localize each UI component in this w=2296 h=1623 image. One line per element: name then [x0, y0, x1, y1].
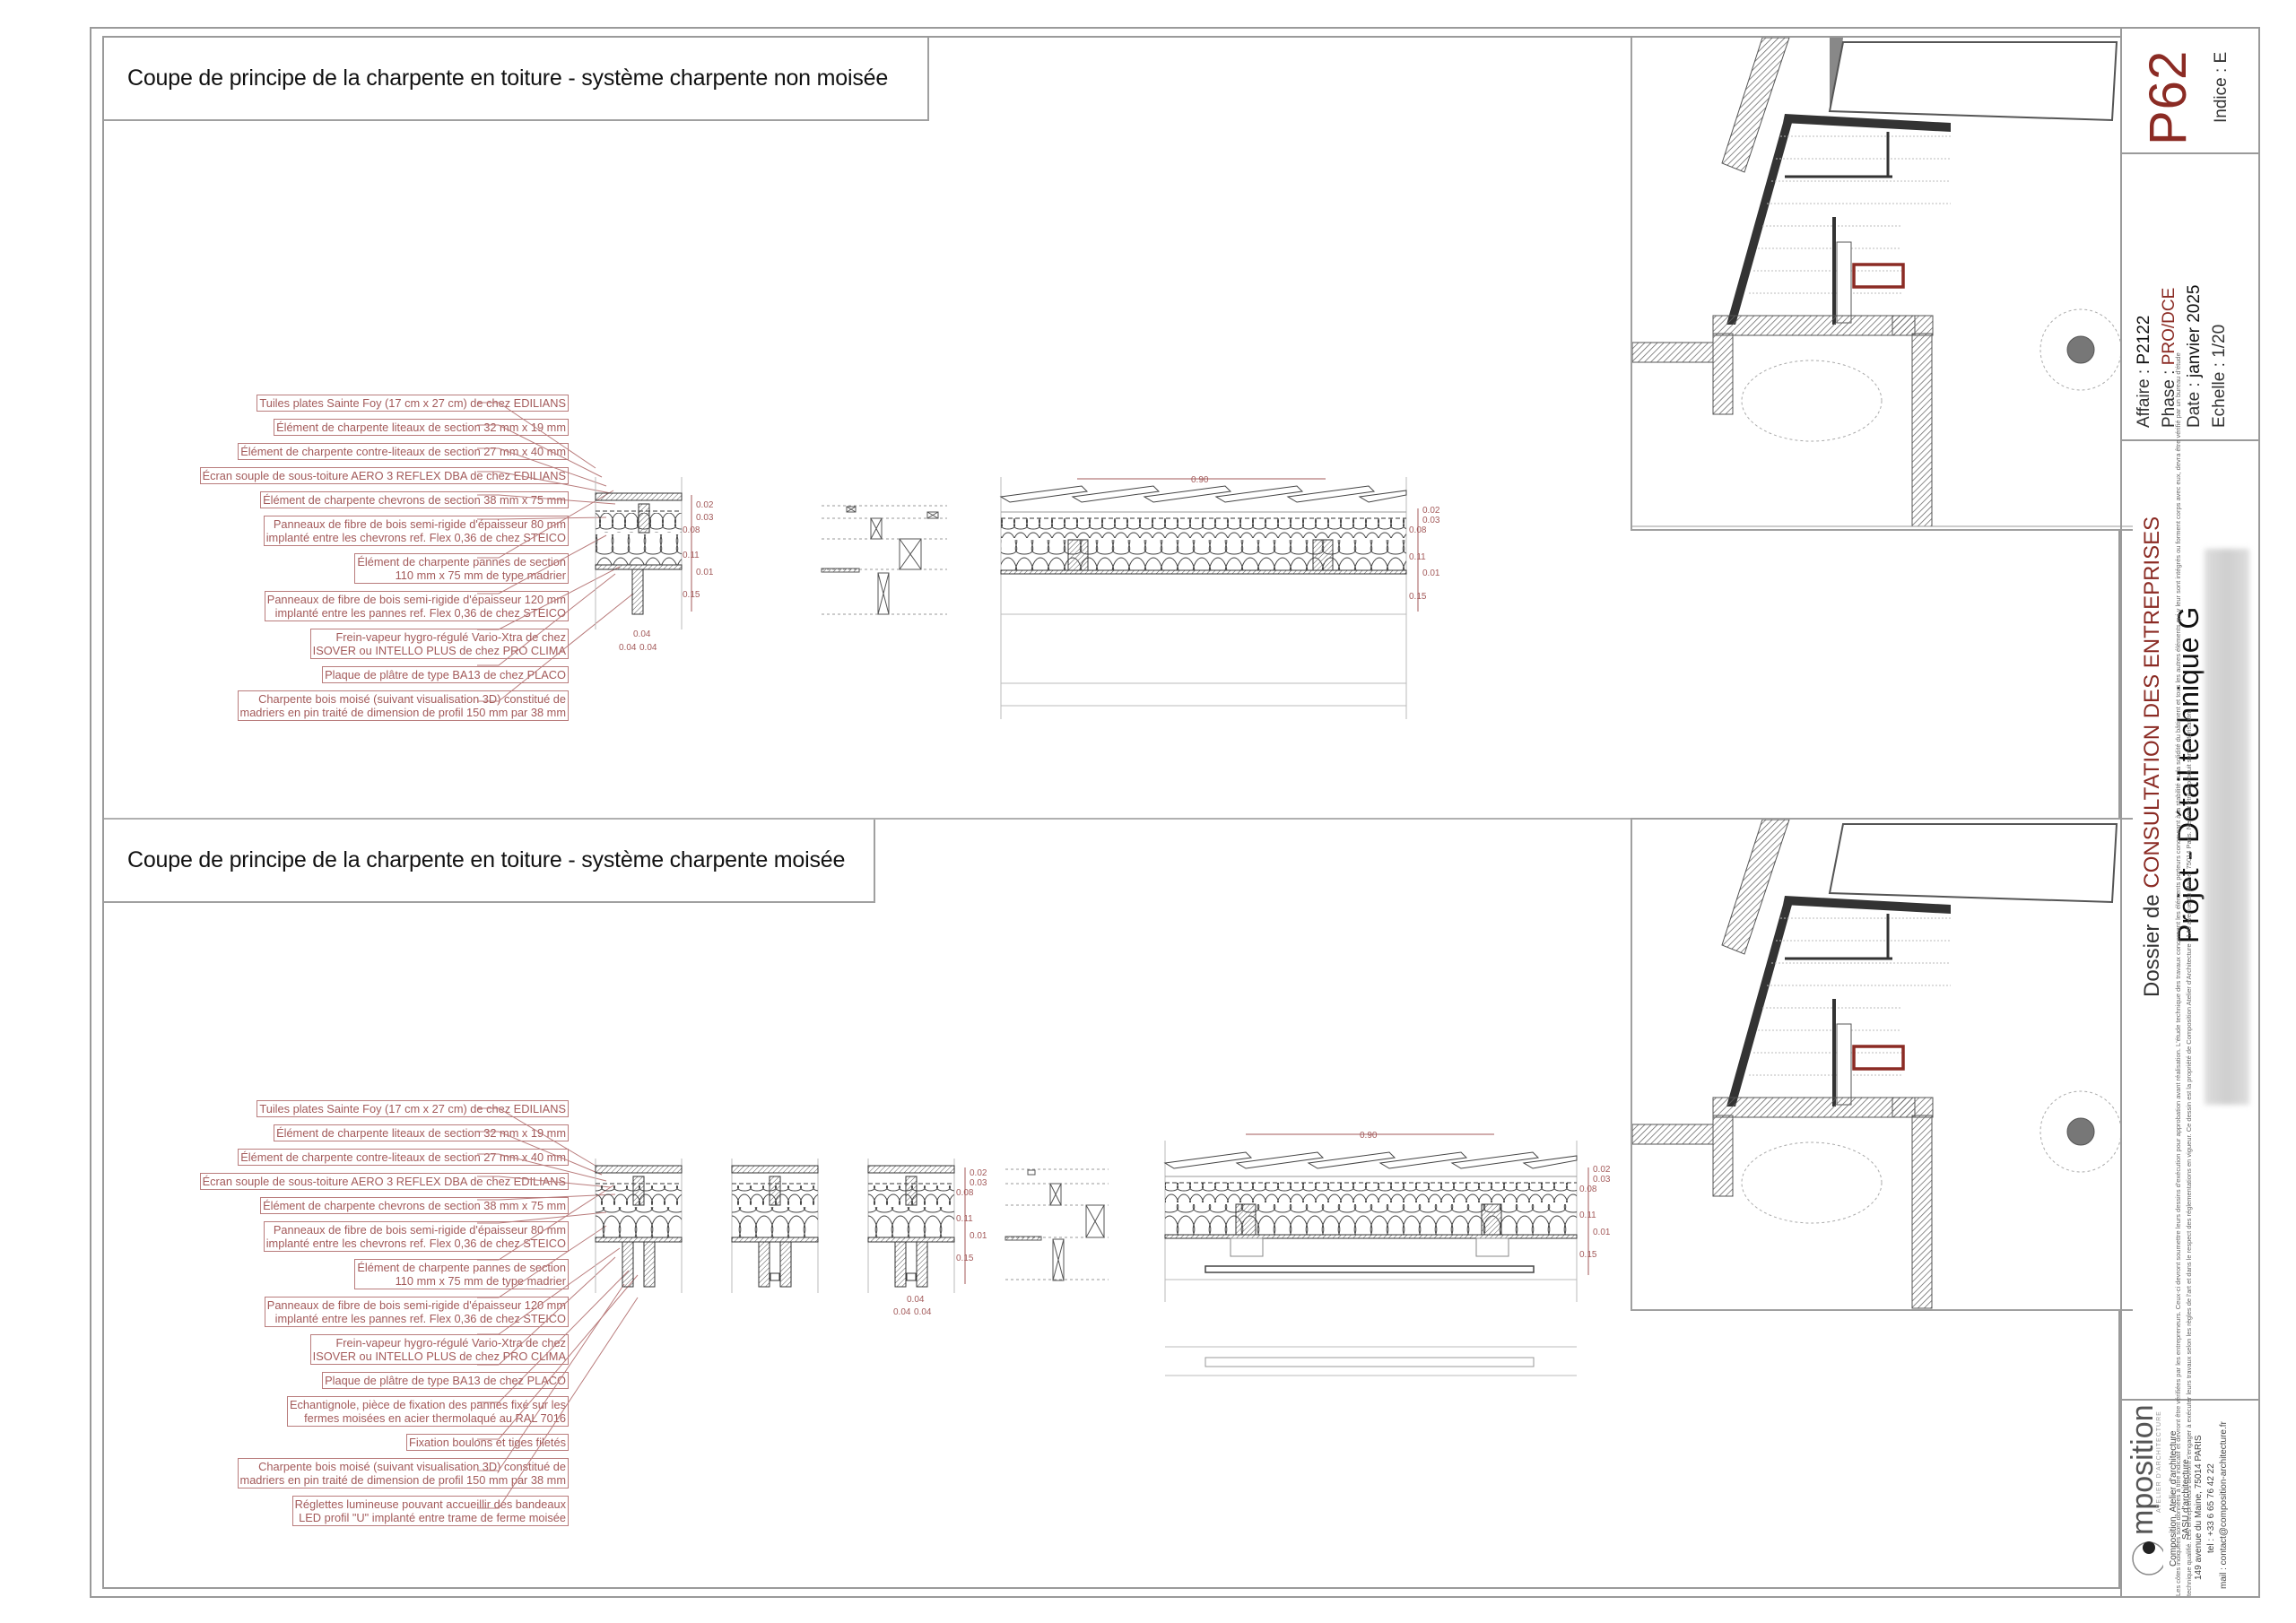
svg-text:0.02: 0.02: [1422, 506, 1440, 516]
svg-text:0.04: 0.04: [893, 1307, 911, 1317]
detail-long-section-1: 0.90 0.02 0.03 0.08 0.11 0.01 0.15: [999, 475, 1440, 719]
legend-item: Panneaux de fibre de bois semi-rigide d'…: [264, 591, 569, 621]
project-info-cell: Affaire : P2122 Phase : PRO/DCE Date : j…: [2122, 154, 2260, 441]
legend-item: Élément de charpente liteaux de section …: [274, 419, 569, 436]
detail-cross-sections-moisee: [595, 1159, 955, 1293]
sheet-number-cell: P62 Indice : E: [2122, 29, 2260, 154]
svg-text:0.04: 0.04: [633, 629, 651, 639]
legend-item: Élément de charpente pannes de section 1…: [354, 1259, 569, 1289]
legend-item: Élément de charpente chevrons de section…: [260, 491, 569, 508]
legend-non-moisee: Tuiles plates Sainte Foy (17 cm x 27 cm)…: [199, 395, 569, 721]
legend-item: Charpente bois moisé (suivant visualisat…: [237, 690, 569, 721]
dossier-cell: Dossier de CONSULTATION DES ENTREPRISES …: [2122, 441, 2260, 1401]
svg-text:0.03: 0.03: [696, 513, 714, 523]
svg-text:0.11: 0.11: [683, 551, 700, 560]
svg-text:0.08: 0.08: [1579, 1185, 1597, 1194]
legend-moisee: Tuiles plates Sainte Foy (17 cm x 27 cm)…: [199, 1100, 569, 1526]
legend-item: Élément de charpente liteaux de section …: [274, 1124, 569, 1141]
svg-text:0.01: 0.01: [696, 568, 714, 577]
detail-location-marker: [1852, 1045, 1905, 1071]
detail-exploded-elements-2: [1004, 1168, 1109, 1281]
legend-item: Echantignole, pièce de fixation des pann…: [286, 1396, 569, 1427]
svg-text:0.03: 0.03: [970, 1178, 987, 1188]
drawing-sheet: Coupe de principe de la charpente en toi…: [90, 27, 2260, 1598]
firm-cell: mposition ATELIER D'ARCHITECTURE Composi…: [2122, 1401, 2260, 1596]
detail-location-marker: [1852, 263, 1905, 289]
indice-label: Indice : E: [2212, 51, 2231, 123]
firm-contact-link[interactable]: mail : contact@composition-architecture.…: [2219, 1421, 2229, 1589]
title-block: P62 Indice : E Affaire : P2122 Phase : P…: [2120, 29, 2260, 1596]
legend-item: Panneaux de fibre de bois semi-rigide d'…: [263, 1221, 569, 1252]
dossier-title: Dossier de CONSULTATION DES ENTREPRISES: [2140, 516, 2164, 997]
legend-item: Frein-vapeur hygro-régulé Vario-Xtra de …: [309, 1334, 569, 1365]
section-divider: [104, 818, 1631, 820]
section-detail-drawing-moisee: 0.02 0.03 0.08 0.11 0.01 0.15 0.04 0.04 …: [477, 1107, 1611, 1509]
svg-text:0.04: 0.04: [639, 643, 657, 653]
fine-print-line: Les côtes indiquées sont données à titre…: [2174, 352, 2182, 1596]
svg-text:0.02: 0.02: [696, 500, 714, 510]
legend-item: Écran souple de sous-toiture AERO 3 REFL…: [199, 1173, 569, 1190]
detail-exploded-elements-1: [821, 505, 947, 615]
location-plan-2: [1631, 818, 2133, 1311]
svg-text:0.04: 0.04: [907, 1295, 925, 1305]
legend-item: Panneaux de fibre de bois semi-rigide d'…: [263, 516, 569, 546]
svg-text:0.02: 0.02: [1593, 1165, 1611, 1175]
floor-plan-drawing: [1632, 820, 2122, 1309]
section-title-non-moisee: Coupe de principe de la charpente en toi…: [104, 38, 929, 121]
floor-plan-drawing: [1632, 38, 2133, 527]
redacted-project-info: [2205, 549, 2249, 1105]
svg-text:0.08: 0.08: [956, 1188, 974, 1198]
svg-text:0.11: 0.11: [956, 1214, 973, 1224]
drawing-area: Coupe de principe de la charpente en toi…: [102, 36, 2133, 1589]
svg-text:0.01: 0.01: [970, 1231, 987, 1241]
svg-text:0.08: 0.08: [683, 525, 700, 535]
svg-text:0.11: 0.11: [1579, 1211, 1596, 1220]
firm-logo-subtitle: ATELIER D'ARCHITECTURE: [2156, 1410, 2162, 1513]
svg-text:0.03: 0.03: [1422, 516, 1440, 525]
svg-text:0.03: 0.03: [1593, 1175, 1611, 1185]
legend-item: Réglettes lumineuse pouvant accueillir d…: [291, 1496, 569, 1526]
svg-text:0.15: 0.15: [1409, 592, 1427, 602]
section-detail-drawing-non-moisee: 0.02 0.03 0.08 0.11 0.01 0.15 0.04 0.04 …: [477, 402, 1440, 719]
legend-item: Tuiles plates Sainte Foy (17 cm x 27 cm)…: [257, 1100, 569, 1117]
svg-text:0.04: 0.04: [914, 1307, 932, 1317]
legend-item: Tuiles plates Sainte Foy (17 cm x 27 cm)…: [257, 395, 569, 412]
svg-text:0.01: 0.01: [1422, 568, 1440, 578]
svg-text:0.02: 0.02: [970, 1168, 987, 1178]
dimensions-detail-moisee: 0.02 0.03 0.08 0.11 0.01 0.15 0.04 0.04 …: [893, 1167, 987, 1317]
svg-text:0.15: 0.15: [1579, 1250, 1597, 1260]
legend-item: Élément de charpente contre-liteaux de s…: [238, 443, 569, 460]
fine-print-line: technique qualifié. Les entrepreneurs de…: [2185, 709, 2193, 1596]
section-title-moisee: Coupe de principe de la charpente en toi…: [104, 820, 875, 903]
affaire-line: Affaire : P2122: [2135, 315, 2153, 428]
legend-item: Plaque de plâtre de type BA13 de chez PL…: [322, 1372, 569, 1389]
legend-item: Élément de charpente chevrons de section…: [260, 1197, 569, 1214]
detail-long-section-2: 0.90 0.02 0.03 0.08 0.11 0.01 0.15: [1163, 1131, 1611, 1376]
detail-cross-section-1: [595, 477, 683, 629]
legend-item: Plaque de plâtre de type BA13 de chez PL…: [322, 666, 569, 683]
svg-text:0.01: 0.01: [1593, 1228, 1611, 1237]
location-plan-1: [1631, 38, 2133, 531]
svg-text:0.04: 0.04: [619, 643, 637, 653]
svg-text:0.11: 0.11: [1409, 552, 1426, 562]
svg-text:0.15: 0.15: [956, 1254, 974, 1263]
composition-logo-icon: [2132, 1541, 2163, 1575]
legend-item: Panneaux de fibre de bois semi-rigide d'…: [264, 1297, 569, 1327]
svg-text:0.15: 0.15: [683, 590, 700, 600]
legend-item: Charpente bois moisé (suivant visualisat…: [237, 1458, 569, 1488]
echelle-line: Echelle : 1/20: [2210, 324, 2229, 428]
legend-item: Élément de charpente pannes de section 1…: [354, 553, 569, 584]
legend-item: Élément de charpente contre-liteaux de s…: [238, 1149, 569, 1166]
legal-fine-print: Les côtes indiquées sont données à titre…: [2170, 27, 2206, 1598]
svg-text:0.90: 0.90: [1360, 1131, 1378, 1141]
firm-address-line: tel : +33 6 65 76 42 22: [2206, 1463, 2216, 1553]
legend-item: Fixation boulons et tiges filetés: [406, 1434, 569, 1451]
svg-text:0.90: 0.90: [1191, 475, 1209, 485]
legend-item: Écran souple de sous-toiture AERO 3 REFL…: [199, 467, 569, 484]
dimensions-detail-1: 0.02 0.03 0.08 0.11 0.01 0.15 0.04 0.04 …: [619, 495, 714, 653]
svg-text:0.08: 0.08: [1409, 525, 1427, 535]
